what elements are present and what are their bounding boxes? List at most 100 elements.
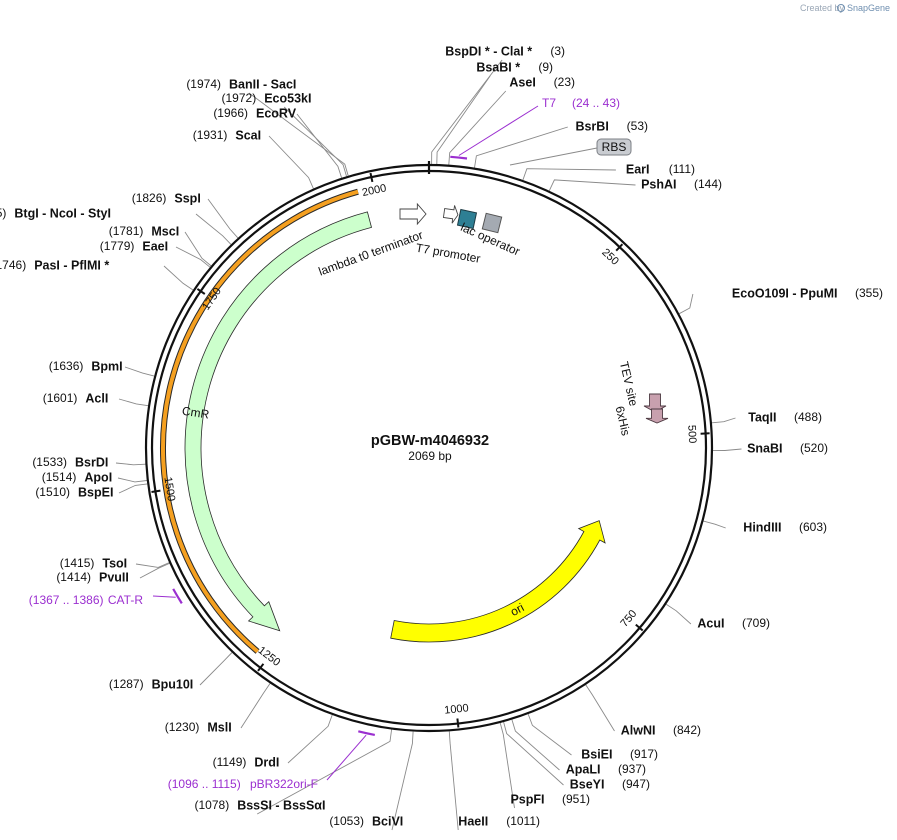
site-position: (1781) <box>109 224 144 238</box>
site-name: AcuI <box>697 616 724 630</box>
site-taqii: TaqII(488) <box>748 410 822 424</box>
site-position: (1826) <box>132 191 167 205</box>
site-name: ScaI <box>235 128 261 142</box>
site-leader <box>712 448 742 451</box>
site-position: (1746) <box>0 258 26 272</box>
site-leader <box>195 213 232 245</box>
site-position: (1931) <box>193 128 228 142</box>
site-bseyi: BseYI(947) <box>570 777 650 791</box>
site-banii: (1974)BanII - SacI <box>186 77 296 91</box>
tick-1500 <box>151 489 161 493</box>
site-leader <box>474 126 568 168</box>
feature-ori <box>390 520 606 643</box>
tick-500 <box>700 432 710 435</box>
site-btgi: (1815)BtgI - NcoI - StyI <box>0 206 111 220</box>
primer-name: pBR322ori-F <box>250 777 318 791</box>
site-position: (1414) <box>56 570 91 584</box>
site-eari: EarI(111) <box>626 162 695 176</box>
site-position: (1011) <box>506 814 540 828</box>
site-position: (53) <box>627 119 648 133</box>
rbs-label-box <box>596 138 632 156</box>
feature-t7-promoter <box>442 205 459 224</box>
site-bsrbi: BsrBI(53) <box>575 119 648 133</box>
site-leader <box>287 714 333 764</box>
snapgene-credit: Created by SnapGene <box>800 3 890 13</box>
site-position: (1053) <box>329 814 364 828</box>
site-leader <box>256 729 393 815</box>
site-name: BciVI <box>372 814 403 828</box>
feature-6xhis <box>645 408 669 424</box>
site-name: AlwNI <box>621 723 656 737</box>
tick-1000 <box>456 718 460 728</box>
site-leader <box>118 483 148 494</box>
tick-250 <box>615 243 624 252</box>
site-name: BspEI <box>78 485 113 499</box>
site-leader <box>499 722 515 809</box>
center-label: pGBW-m4046932 2069 bp <box>371 433 489 463</box>
site-bsssi: (1078)BssSI - BssSαI <box>195 798 326 812</box>
tick-1750 <box>196 288 206 295</box>
site-bpmi: (1636)BpmI <box>49 359 123 373</box>
site-bsrdi: (1533)BsrDI <box>32 455 108 469</box>
site-msci: (1781)MscI <box>109 224 179 238</box>
primer-arc <box>172 588 183 604</box>
site-position: (1601) <box>43 391 78 405</box>
site-position: (709) <box>742 616 770 630</box>
site-name: EarI <box>626 162 650 176</box>
feature-label-6xhis: 6xHis <box>613 405 633 437</box>
rbs-leader <box>509 147 598 166</box>
site-name: EcoO109I - PpuMI <box>732 286 838 300</box>
site-sspi: (1826)SspI <box>132 191 201 205</box>
site-name: EaeI <box>142 239 168 253</box>
feature-tev-site <box>643 393 667 413</box>
site-name: BsiEI <box>581 747 612 761</box>
site-leader <box>522 168 616 181</box>
primer-arc <box>450 155 468 160</box>
tick-label-750: 750 <box>618 608 639 630</box>
site-position: (1972) <box>222 91 257 105</box>
primer-leader <box>326 734 367 781</box>
site-name: Eco53kI <box>264 91 311 105</box>
tick-label-1250: 1250 <box>256 644 283 668</box>
site-name: BspDI * - ClaI * <box>445 44 532 58</box>
snapgene-logo-icon <box>837 4 845 12</box>
site-position: (1149) <box>213 755 247 769</box>
site-name: PasI - PflMI * <box>34 258 109 272</box>
site-bsiei: BsiEI (917) <box>581 747 658 761</box>
site-position: (917) <box>630 747 658 761</box>
feature-cmr <box>184 211 372 632</box>
credit-text: Created by <box>800 3 845 13</box>
site-leader <box>448 731 459 831</box>
site-leader <box>431 59 503 165</box>
site-tsoi: (1415)TsoI <box>60 556 127 570</box>
site-leader <box>268 135 314 189</box>
feature-label-rbs: RBS <box>602 140 627 154</box>
primer-t7: T7(24 .. 43) <box>450 96 620 160</box>
tick-label-1000: 1000 <box>444 702 470 716</box>
site-eco53ki: (1972) Eco53kI <box>222 91 312 105</box>
site-position: (1974) <box>186 77 221 91</box>
site-position: (9) <box>538 60 553 74</box>
site-position: (1287) <box>109 677 144 691</box>
cmr-orange-band <box>160 189 359 654</box>
site-position: (937) <box>618 762 646 776</box>
site-name: PshAI <box>641 177 676 191</box>
feature-label-cmr: CmR <box>181 404 210 422</box>
tick-label-1750: 1750 <box>200 286 224 313</box>
site-pvuii: (1414)PvuII <box>56 570 129 584</box>
site-name: EcoRV <box>256 106 297 120</box>
site-hindiii: HindIII(603) <box>743 520 827 534</box>
site-leader <box>448 90 507 165</box>
site-leader-lines <box>115 59 742 831</box>
site-position: (1815) <box>0 206 6 220</box>
site-pshai: PshAI(144) <box>641 177 722 191</box>
site-position: (1078) <box>195 798 230 812</box>
site-leader <box>163 265 194 291</box>
site-leader <box>175 246 211 268</box>
site-leader <box>199 652 233 686</box>
site-position: (1966) <box>213 106 248 120</box>
tick-750 <box>635 623 644 632</box>
site-position: (603) <box>799 520 827 534</box>
site-pasi: (1746) PasI - PflMI * <box>0 258 109 272</box>
